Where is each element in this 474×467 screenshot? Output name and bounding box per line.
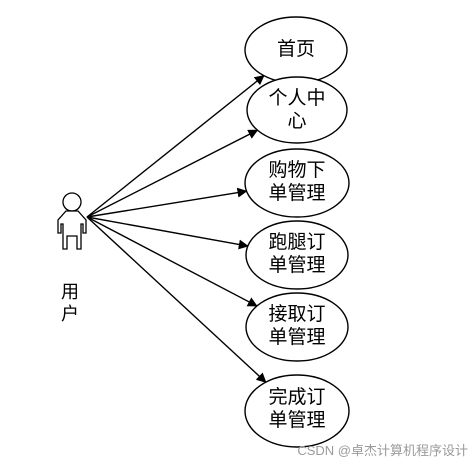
association-arrow-pickup-order-management [86,216,258,307]
use-case-label-complete-order-management: 完成订 单管理 [268,386,326,431]
actor-label: 用户 [61,282,79,325]
use-case-personal-center [246,76,348,144]
use-case-label-home: 首页 [276,38,315,60]
association-arrow-complete-order-management [86,216,267,383]
use-case-label-errand-order-management: 跑腿订 单管理 [268,231,326,276]
use-case-label-personal-center: 个人中 心 [268,87,326,132]
use-case-errand-order-management [245,220,349,290]
association-arrow-personal-center [86,129,259,218]
association-arrow-home [86,74,265,218]
use-case-pickup-order-management [245,292,349,362]
association-arrow-errand-order-management [86,216,249,250]
watermark: CSDN @卓杰计算机程序设计 [297,443,468,458]
association-arrow-shopping-order-management [86,187,248,218]
association-arrows [86,74,267,383]
use-case-ellipses [244,16,350,448]
use-case-label-pickup-order-management: 接取订 单管理 [268,303,326,348]
use-case-complete-order-management [244,374,350,448]
use-case-label-shopping-order-management: 购物下 单管理 [268,159,326,204]
use-case-shopping-order-management [244,148,350,218]
actor-stick-figure-icon [57,192,87,250]
